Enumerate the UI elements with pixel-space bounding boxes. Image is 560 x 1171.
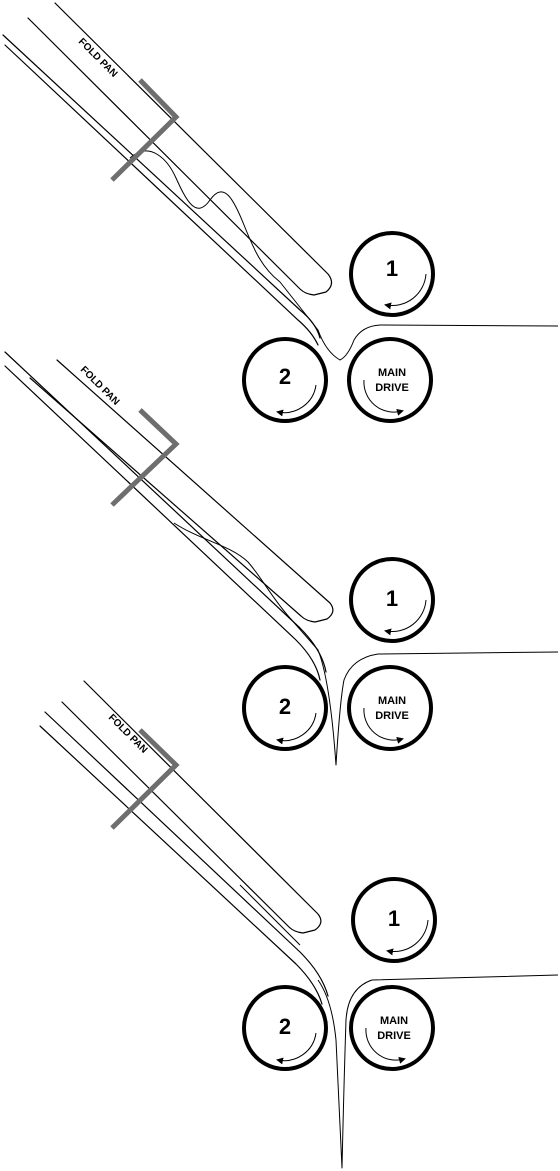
roller-2-rotation-arrow — [276, 712, 317, 745]
roller-2-label: 2 — [279, 364, 291, 389]
fold-pan-lower-plate-inner — [39, 725, 323, 1005]
roller-1-rotation-arrow — [384, 273, 427, 310]
buckled-sheet — [173, 522, 559, 766]
fold-pan-lower-plate-inner — [4, 44, 319, 346]
main-drive-roller — [347, 337, 433, 423]
roller-1-label: 1 — [386, 256, 398, 281]
fold-pan-stop-bracket — [110, 78, 180, 182]
sheet-tail — [239, 884, 301, 946]
fold-pan-stop-bracket — [110, 728, 180, 830]
fold-pan-lower-plate — [2, 34, 321, 339]
main-drive-label-line2: DRIVE — [375, 382, 409, 394]
main-drive-label-line1: MAIN — [378, 695, 406, 707]
fold-pan-upper-plate — [27, 2, 333, 296]
roller-1-rotation-arrow — [386, 919, 429, 956]
roller-2-label: 2 — [279, 1014, 291, 1039]
stage-2: FOLD PAN 1 2 MAIN DRIVE — [4, 351, 559, 766]
main-drive-label-line2: DRIVE — [375, 710, 409, 722]
fold-pan-label: FOLD PAN — [78, 364, 121, 407]
roller-2 — [242, 985, 328, 1071]
main-drive-rotation-arrow — [363, 379, 404, 416]
stage-3: FOLD PAN 1 2 MAIN DRIVE — [39, 680, 559, 1169]
roller-1 — [351, 877, 437, 963]
fold-pan-stop-bracket — [110, 408, 180, 507]
main-drive-label-line2: DRIVE — [377, 1030, 411, 1042]
roller-2 — [242, 337, 328, 423]
folded-sheet — [317, 974, 559, 1169]
fold-pan-lower-plate — [44, 711, 329, 997]
roller-1 — [349, 557, 435, 643]
roller-2 — [242, 665, 328, 751]
stage-1: FOLD PAN 1 2 MAIN DRIVE — [2, 2, 559, 423]
roller-1-rotation-arrow — [384, 599, 427, 636]
main-drive-label-line1: MAIN — [378, 367, 406, 379]
fold-pan-label: FOLD PAN — [76, 36, 119, 79]
roller-1-label: 1 — [386, 586, 398, 611]
buckled-sheet — [129, 150, 559, 361]
main-drive-roller — [349, 985, 435, 1071]
roller-2-label: 2 — [279, 694, 291, 719]
roller-1-label: 1 — [388, 906, 400, 931]
fold-pan-lower-plate-inner — [4, 365, 321, 681]
main-drive-label-line1: MAIN — [380, 1015, 408, 1027]
roller-2-rotation-arrow — [276, 384, 317, 417]
fold-pan-upper-plate — [29, 359, 334, 623]
main-drive-rotation-arrow — [363, 707, 404, 744]
roller-1 — [349, 231, 435, 317]
main-drive-roller — [347, 665, 433, 751]
main-drive-rotation-arrow — [365, 1027, 406, 1064]
roller-2-rotation-arrow — [276, 1032, 317, 1065]
fold-pan-upper-plate — [61, 680, 322, 934]
